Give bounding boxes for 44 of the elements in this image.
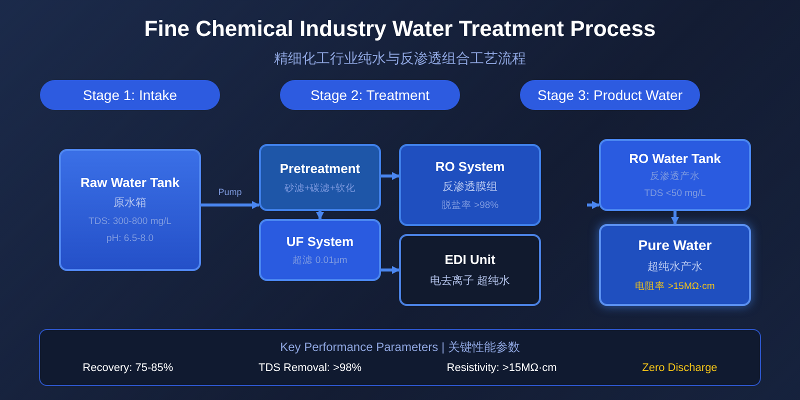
parameter-text: Recovery: 75-85%: [82, 362, 174, 376]
node-subtitle: 超滤 0.01μm: [292, 255, 348, 266]
node-note: 电阻率 >15MΩ·cm: [635, 281, 715, 293]
process-box: [259, 219, 381, 281]
panel-heading: Key Performance Parameters | 关键性能参数: [280, 340, 520, 354]
diagram-subtitle: 精细化工行业纯水与反渗透组合工艺流程: [273, 50, 527, 68]
arrow: [201, 201, 260, 209]
edge-label: Pump: [218, 187, 242, 197]
node-title: RO Water Tank: [629, 150, 721, 166]
node-title: RO System: [435, 158, 505, 174]
node-note: 脱盐率 >98%: [441, 200, 499, 212]
process-box: [399, 234, 541, 306]
parameter-panel: [39, 329, 761, 386]
arrow: [671, 211, 679, 225]
node-subtitle: 超纯水产水: [648, 261, 702, 274]
arrow: [587, 201, 600, 209]
stage-pill: Stage 1: Intake: [40, 80, 220, 110]
parameter-text: TDS Removal: >98%: [258, 362, 362, 376]
parameter-text: Resistivity: >15MΩ·cm: [446, 362, 557, 376]
node-subtitle: 电去离子 超纯水: [430, 275, 510, 288]
process-box: [259, 144, 381, 211]
stage-pill: Stage 3: Product Water: [520, 80, 700, 110]
node-subtitle: 反渗透膜组: [442, 180, 498, 194]
node-subtitle: 原水箱: [114, 196, 146, 210]
node-title: EDI Unit: [444, 252, 496, 268]
node-note: pH: 6.5-8.0: [106, 233, 154, 245]
arrow: [316, 211, 324, 220]
arrow: [381, 266, 400, 274]
node-title: Pure Water: [638, 237, 712, 254]
diagram-title: Fine Chemical Industry Water Treatment Process: [143, 16, 657, 42]
node-title: UF System: [286, 234, 354, 250]
arrow: [381, 172, 400, 180]
tank-box: [599, 139, 751, 211]
node-subtitle: 砂滤+碳滤+软化: [284, 182, 356, 194]
node-note: TDS: 300-800 mg/L: [88, 216, 172, 228]
node-title: Pretreatment: [280, 161, 360, 177]
node-note: TDS <50 mg/L: [644, 188, 706, 200]
tank-box: [59, 149, 201, 271]
node-title: Raw Water Tank: [80, 175, 180, 191]
product-box: [599, 224, 751, 306]
node-subtitle: 反渗透产水: [650, 171, 700, 183]
parameter-text: Zero Discharge: [642, 362, 718, 376]
stage-pill: Stage 2: Treatment: [280, 80, 460, 110]
process-box: [399, 144, 541, 226]
